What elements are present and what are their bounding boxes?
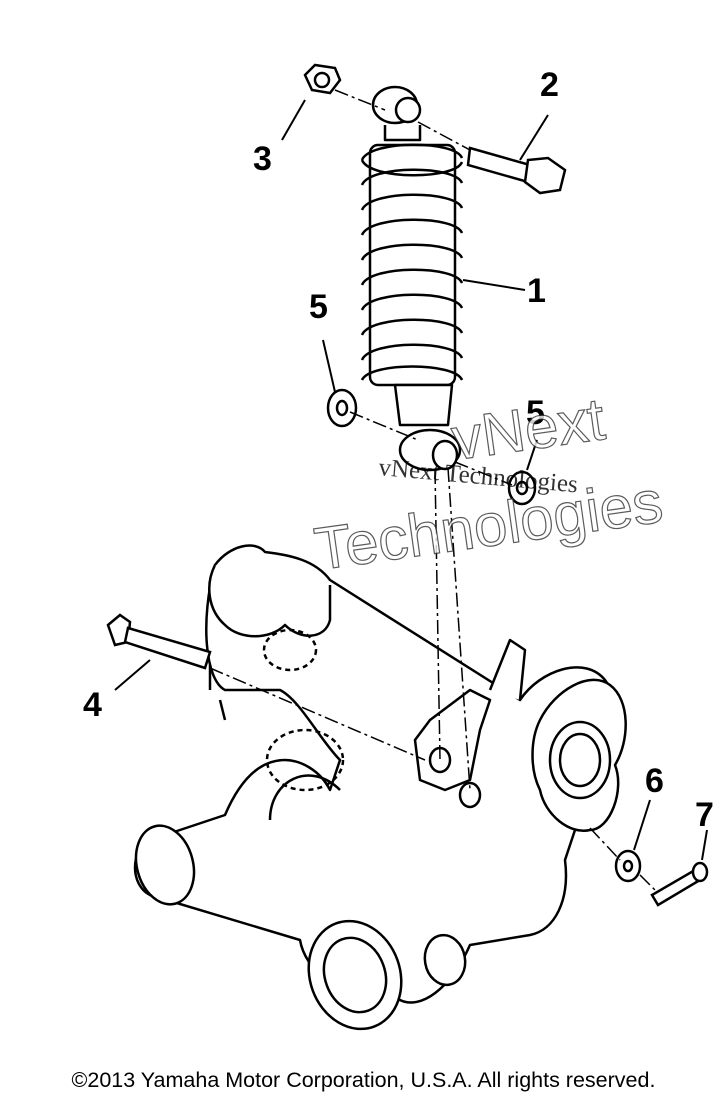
part-5-washer-left — [326, 388, 358, 428]
callout-6: 6 — [645, 762, 664, 800]
swing-arm — [133, 544, 627, 1031]
leader-lines — [114, 99, 708, 861]
part-3-nut — [303, 63, 342, 95]
watermark: vNext Technologies vNext Technologies — [310, 385, 667, 584]
callout-1: 1 — [527, 272, 546, 310]
callout-7: 7 — [695, 796, 714, 834]
callout-3: 3 — [253, 140, 272, 178]
callout-5-right: 5 — [526, 394, 545, 432]
copyright-notice: ©2013 Yamaha Motor Corporation, U.S.A. A… — [71, 1068, 656, 1092]
part-4-bolt — [106, 613, 212, 670]
assembly-lines — [209, 89, 656, 891]
part-2-bolt — [466, 146, 567, 195]
callout-2: 2 — [540, 66, 559, 104]
callout-4: 4 — [83, 686, 102, 724]
part-6-washer — [614, 849, 642, 883]
part-5-washer-right — [507, 470, 537, 506]
part-7-cotter-pin — [650, 861, 709, 907]
shock-absorber — [360, 85, 464, 472]
watermark-line1: vNext — [447, 385, 609, 473]
callout-5-left: 5 — [309, 288, 328, 326]
